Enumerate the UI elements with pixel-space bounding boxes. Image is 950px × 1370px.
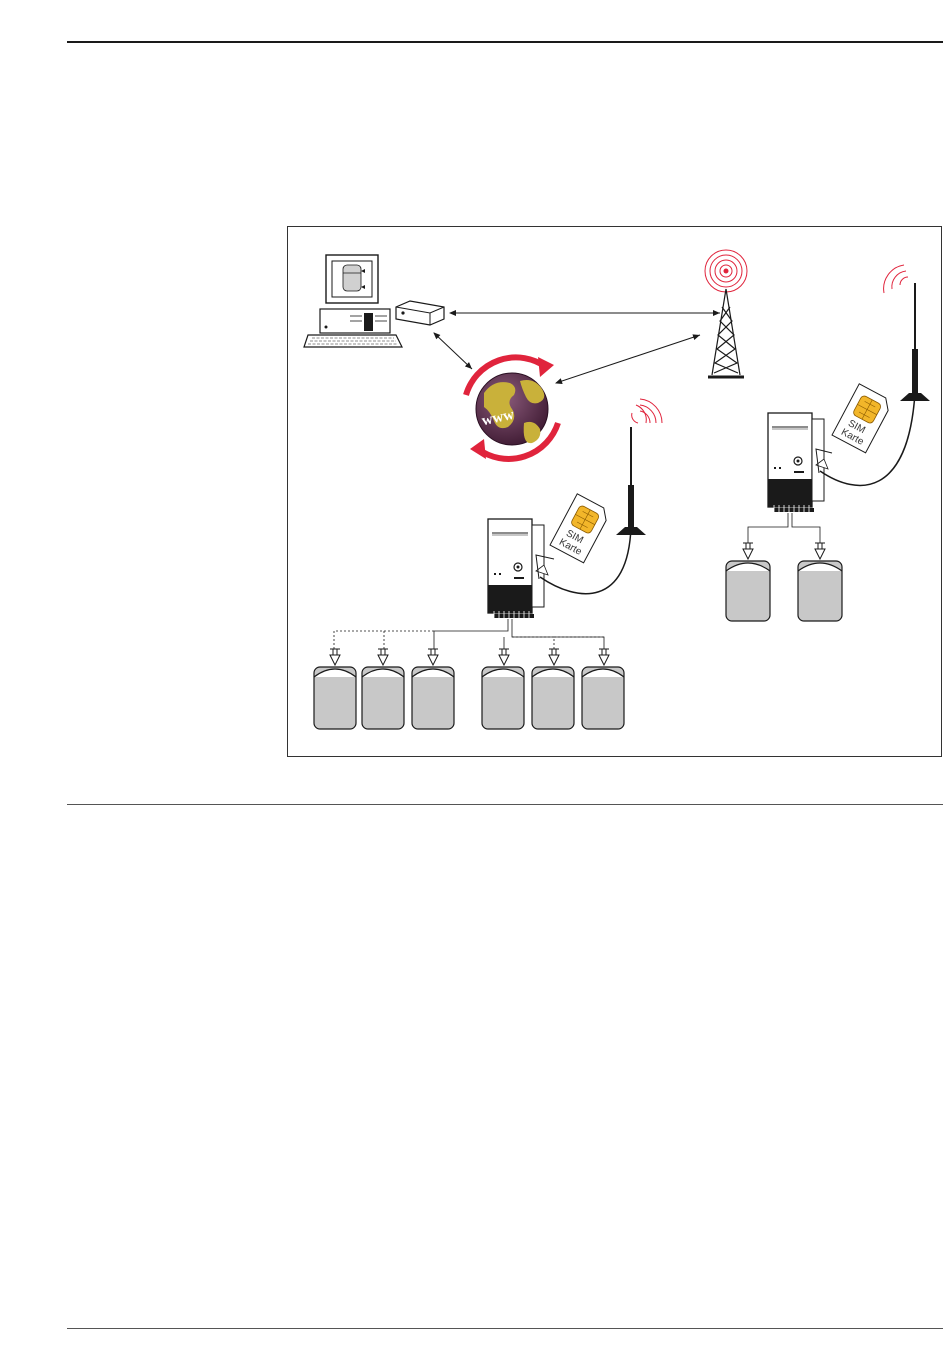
tank-sensor-icon [532, 649, 574, 729]
globe-www-icon: www [466, 357, 558, 459]
modem-icon [396, 301, 444, 325]
sim-card-icon-right: SIM Karte [832, 384, 893, 453]
tank-sensor-icon [362, 649, 404, 729]
tank-sensor-icon [798, 543, 842, 621]
tank-sensor-icon [482, 649, 524, 729]
tank-sensor-icon [314, 649, 356, 729]
antenna-icon-center [616, 399, 662, 535]
antenna-icon-right [884, 265, 930, 401]
section-rule [67, 804, 943, 805]
gateway-device-icon-center [488, 519, 554, 619]
tank-sensor-icon [412, 649, 454, 729]
tank-sensor-icon [726, 543, 770, 621]
network-diagram: www SIM Karte [287, 226, 942, 757]
computer-icon [304, 255, 402, 347]
tank-sensor-icon [582, 649, 624, 729]
gateway-device-icon-right [768, 413, 832, 513]
footer-rule [67, 1328, 943, 1329]
tank-wiring-center [334, 619, 604, 649]
header-rule [67, 41, 943, 43]
tank-wiring-right [748, 513, 820, 543]
sim-card-icon-center: SIM Karte [550, 494, 611, 563]
